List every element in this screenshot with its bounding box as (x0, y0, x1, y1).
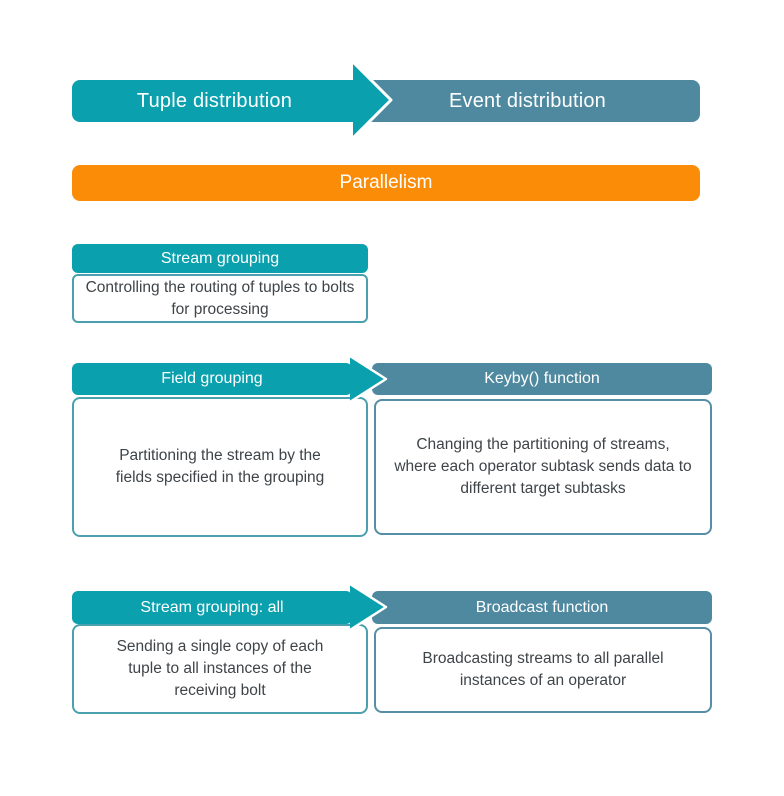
tuple-distribution-bar: Tuple distribution (72, 80, 357, 122)
stream-grouping-title: Stream grouping (160, 249, 280, 267)
stream-grouping-all-title: Stream grouping: all (140, 598, 284, 616)
keyby-function-desc: Changing the partitioning of streams, wh… (394, 436, 692, 497)
broadcast-function-body: Broadcasting streams to all parallel ins… (374, 627, 712, 713)
stream-grouping-all-desc: Sending a single copy of each tuple to a… (116, 638, 324, 699)
field-grouping-header: Field grouping (72, 363, 352, 395)
broadcast-function-desc: Broadcasting streams to all parallel ins… (422, 650, 664, 689)
parallelism-label: Parallelism (339, 172, 433, 193)
broadcast-function-header: Broadcast function (372, 591, 712, 624)
field-grouping-title: Field grouping (161, 370, 263, 387)
field-grouping-body: Partitioning the stream by the fields sp… (72, 397, 368, 537)
field-grouping-desc: Partitioning the stream by the fields sp… (115, 447, 325, 486)
keyby-function-body: Changing the partitioning of streams, wh… (374, 399, 712, 535)
tuple-distribution-label: Tuple distribution (136, 89, 293, 112)
event-distribution-bar: Event distribution (355, 80, 700, 122)
stream-grouping-all-header: Stream grouping: all (72, 591, 352, 624)
stream-grouping-desc: Controlling the routing of tuples to bol… (85, 278, 355, 318)
stream-grouping-header: Stream grouping (72, 244, 368, 273)
parallelism-bar: Parallelism (72, 165, 700, 201)
flow-arrow-icon (350, 354, 388, 404)
keyby-function-title: Keyby() function (484, 370, 600, 387)
broadcast-function-title: Broadcast function (475, 598, 609, 616)
event-distribution-label: Event distribution (448, 89, 607, 112)
keyby-function-header: Keyby() function (372, 363, 712, 395)
stream-grouping-body: Controlling the routing of tuples to bol… (72, 274, 368, 323)
flow-arrow-icon (353, 60, 393, 140)
flow-arrow-icon (350, 582, 388, 632)
stream-grouping-all-body: Sending a single copy of each tuple to a… (72, 624, 368, 714)
